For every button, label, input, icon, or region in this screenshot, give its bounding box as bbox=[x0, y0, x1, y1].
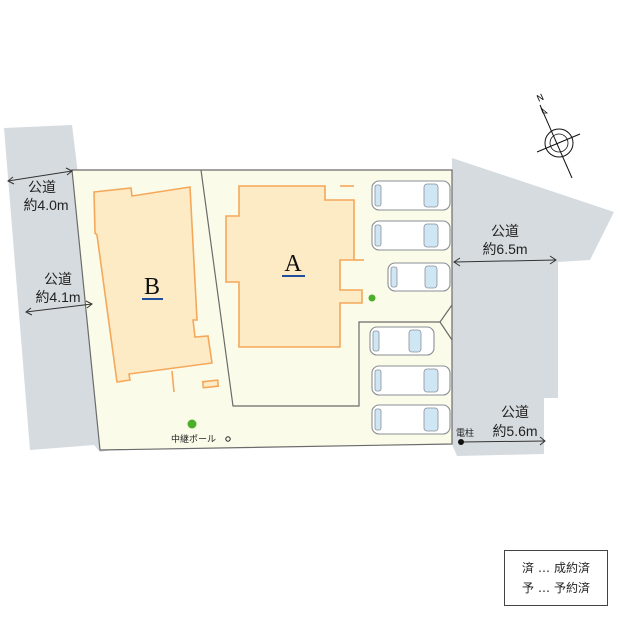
parking-car-4 bbox=[369, 326, 435, 356]
tree-icon bbox=[187, 419, 197, 429]
legend-meaning-reserved: 予約済 bbox=[554, 581, 591, 595]
road-west bbox=[4, 125, 112, 452]
relay-pole-label: 中継ポール bbox=[171, 433, 216, 445]
north-label: N bbox=[536, 93, 546, 105]
dim-east-upper bbox=[453, 255, 557, 267]
house-b-fence bbox=[171, 370, 175, 393]
road-east-upper-label-1: 公道 bbox=[491, 223, 519, 239]
dim-west-upper bbox=[7, 167, 73, 185]
road-east-lower-label-1: 公道 bbox=[501, 404, 529, 420]
lot-b-label[interactable]: B bbox=[144, 274, 160, 300]
parking-car-6 bbox=[371, 404, 451, 435]
road-west-upper-label-2: 約4.0m bbox=[23, 197, 68, 213]
road-west-upper-label-1: 公道 bbox=[28, 179, 56, 195]
legend-sep: … bbox=[538, 561, 550, 575]
legend-meaning-sold: 成約済 bbox=[554, 561, 591, 575]
parking-car-3 bbox=[387, 262, 451, 292]
parking-car-1 bbox=[371, 180, 451, 211]
utility-pole-icon bbox=[458, 439, 464, 445]
compass-icon: N bbox=[536, 93, 581, 179]
road-east-lower-label-2: 約5.6m bbox=[492, 423, 537, 439]
road-east bbox=[452, 158, 614, 456]
road-west-lower-label-2: 約4.1m bbox=[35, 289, 80, 305]
legend-box: 済 … 成約済 予 … 予約済 bbox=[504, 550, 608, 606]
road-east-upper-label-2: 約6.5m bbox=[482, 241, 527, 257]
legend-row-reserved: 予 … 予約済 bbox=[522, 578, 590, 598]
legend-row-sold: 済 … 成約済 bbox=[522, 558, 590, 578]
parking-car-5 bbox=[371, 365, 451, 396]
shrub-icon bbox=[368, 294, 376, 302]
legend-symbol-reserved: 予 bbox=[521, 581, 534, 595]
utility-pole-label: 電柱 bbox=[456, 427, 474, 439]
road-west-lower-label-1: 公道 bbox=[44, 271, 72, 287]
house-b-shed bbox=[201, 379, 220, 389]
legend-sep: … bbox=[538, 581, 550, 595]
dim-west-lower bbox=[25, 300, 93, 316]
parking-divider bbox=[439, 321, 453, 341]
lot-divider-ab bbox=[200, 169, 453, 407]
dim-east-lower bbox=[460, 436, 546, 446]
house-a bbox=[225, 185, 363, 348]
house-b bbox=[93, 186, 213, 383]
parking-car-2 bbox=[371, 220, 451, 251]
legend-symbol-sold: 済 bbox=[521, 561, 534, 575]
relay-pole-icon bbox=[225, 436, 231, 442]
lot-a-label[interactable]: A bbox=[284, 251, 302, 277]
